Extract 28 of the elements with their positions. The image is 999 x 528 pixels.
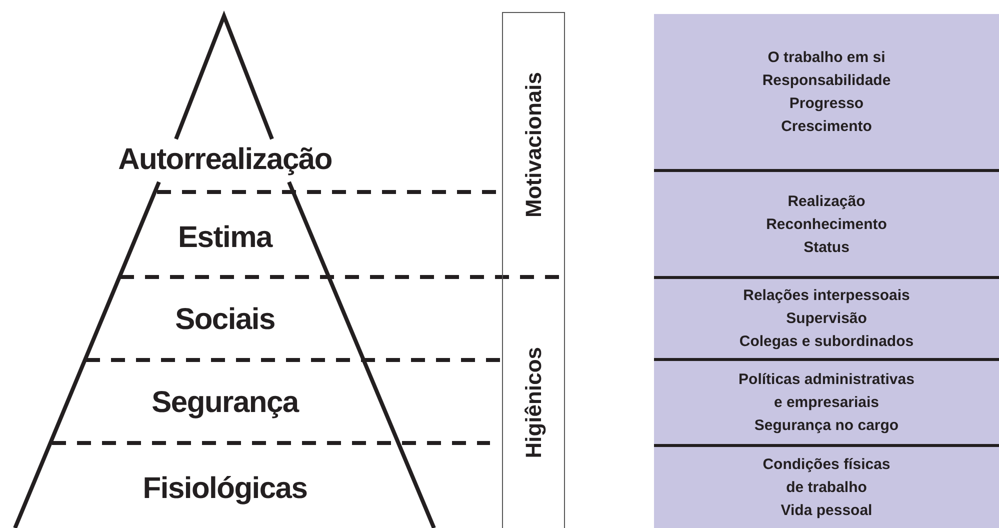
factor-text: Políticas administrativas e empresariais xyxy=(738,370,916,413)
factor-cell xyxy=(654,169,999,276)
level-label: Segurança xyxy=(152,388,298,418)
category-bar xyxy=(502,277,565,528)
category-label: Motivacionais xyxy=(522,72,544,218)
factor-text: Supervisão xyxy=(786,309,867,329)
level-label: Estima xyxy=(178,222,272,252)
factor-text: Reconhecimento xyxy=(766,214,887,234)
factor-cell xyxy=(654,444,999,528)
level-label: Sociais xyxy=(175,305,275,335)
factor-text: Relações interpessoais xyxy=(743,286,910,306)
factor-text: Segurança no cargo xyxy=(754,416,899,436)
factor-text: Condições físicas de trabalho xyxy=(762,455,892,498)
factor-text: O trabalho em si xyxy=(768,48,886,68)
category-bar xyxy=(502,12,565,277)
level-label: Autorrealização xyxy=(118,145,332,175)
factor-text: Vida pessoal xyxy=(780,501,872,521)
factor-text: Responsabilidade xyxy=(762,70,891,90)
category-label: Higiênicos xyxy=(522,346,544,458)
factor-cell xyxy=(654,276,999,358)
factor-cell xyxy=(654,14,999,169)
factor-text: Realização xyxy=(788,192,866,212)
level-label: Fisiológicas xyxy=(142,474,308,504)
factor-text: Status xyxy=(804,238,850,258)
factor-text: Progresso xyxy=(789,94,864,114)
factor-cell xyxy=(654,358,999,444)
factor-text: Colegas e subordinados xyxy=(739,332,914,352)
factor-text: Crescimento xyxy=(781,116,872,136)
